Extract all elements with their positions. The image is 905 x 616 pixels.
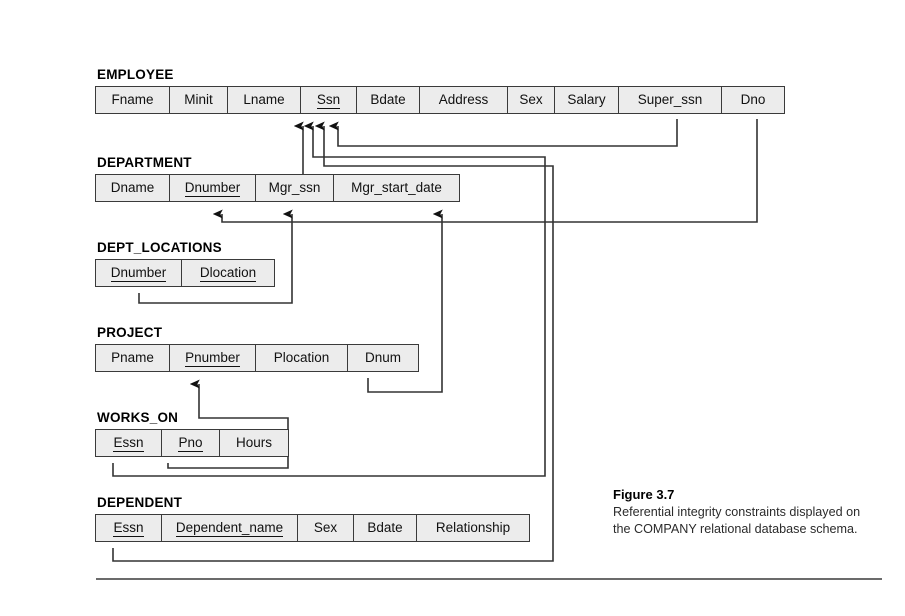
attribute-label: Dnumber (184, 175, 240, 201)
attribute-label: Dno (740, 92, 766, 107)
relation-name-department: DEPARTMENT (97, 155, 192, 170)
attribute-cell-relationship[interactable]: Relationship (417, 515, 529, 541)
attribute-cell-dependent_name[interactable]: Dependent_name (162, 515, 298, 541)
attribute-label: Address (438, 92, 489, 107)
attribute-cell-dnum[interactable]: Dnum (348, 345, 418, 371)
relation-project: PROJECT Pname Pnumber Plocation Dnum (95, 325, 419, 372)
relation-works_on: WORKS_ON Essn Pno Hours (95, 410, 289, 457)
relation-employee: EMPLOYEE Fname Minit Lname Ssn Bdate Address Se… (95, 67, 785, 114)
attribute-cell-sex[interactable]: Sex (508, 87, 555, 113)
relation-dependent: DEPENDENT Essn Dependent_name Sex Bdate Relat… (95, 495, 530, 542)
attribute-cell-lname[interactable]: Lname (228, 87, 301, 113)
attribute-label: Sex (519, 92, 543, 107)
attribute-label: Pnumber (185, 345, 240, 371)
fk-dependent-essn-to-employee-ssn (112, 121, 554, 562)
attribute-cell-mgr_ssn[interactable]: Mgr_ssn (256, 175, 334, 201)
attribute-row: Fname Minit Lname Ssn Bdate Address Sex Salary S… (95, 86, 785, 114)
attribute-cell-mgr_start_date[interactable]: Mgr_start_date (334, 175, 459, 201)
figure-caption-text: Referential integrity constraints displa… (613, 505, 861, 536)
attribute-cell-minit[interactable]: Minit (170, 87, 228, 113)
attribute-cell-hours[interactable]: Hours (220, 430, 288, 456)
attribute-label: Lname (243, 92, 285, 107)
attribute-row: Dname Dnumber Mgr_ssn Mgr_start_date (95, 174, 460, 202)
attribute-label: Dname (110, 180, 155, 195)
fk-employee-dno-to-department-dnumber (212, 119, 758, 223)
attribute-label: Mgr_ssn (268, 180, 321, 195)
attribute-label: Hours (235, 435, 272, 450)
relation-name-works_on: WORKS_ON (97, 410, 179, 425)
attribute-cell-salary[interactable]: Salary (555, 87, 619, 113)
attribute-label: Dependent_name (175, 515, 284, 541)
figure-caption: Figure 3.7 Referential integrity constra… (613, 487, 873, 537)
attribute-cell-essn[interactable]: Essn (96, 430, 162, 456)
attribute-label: Essn (113, 515, 144, 541)
attribute-cell-super_ssn[interactable]: Super_ssn (619, 87, 722, 113)
attribute-label: Fname (111, 92, 154, 107)
attribute-cell-dname[interactable]: Dname (96, 175, 170, 201)
attribute-cell-plocation[interactable]: Plocation (256, 345, 348, 371)
attribute-row: Essn Dependent_name Sex Bdate Relationship (95, 514, 530, 542)
relation-department: DEPARTMENT Dname Dnumber Mgr_ssn Mgr_start_d… (95, 155, 460, 202)
attribute-label: Relationship (435, 520, 511, 535)
attribute-cell-address[interactable]: Address (420, 87, 508, 113)
attribute-cell-dnumber[interactable]: Dnumber (170, 175, 256, 201)
attribute-cell-pname[interactable]: Pname (96, 345, 170, 371)
attribute-cell-dlocation[interactable]: Dlocation (182, 260, 274, 286)
attribute-label: Minit (184, 92, 213, 107)
attribute-row: Essn Pno Hours (95, 429, 289, 457)
attribute-label: Essn (113, 430, 144, 456)
fk-employee-superssn-to-employee-ssn (328, 119, 678, 147)
attribute-label: Sex (313, 520, 338, 535)
attribute-label: Salary (567, 92, 606, 107)
relation-dept_locations: DEPT_LOCATIONS Dnumber Dlocation (95, 240, 275, 287)
fk-project-dnum-to-department-dnumber (367, 209, 443, 393)
attribute-cell-bdate[interactable]: Bdate (354, 515, 417, 541)
attribute-label: Bdate (370, 92, 406, 107)
bottom-divider (96, 578, 882, 581)
attribute-cell-fname[interactable]: Fname (96, 87, 170, 113)
figure-caption-title: Figure 3.7 (613, 487, 675, 502)
attribute-label: Pname (111, 350, 154, 365)
attribute-label: Dnum (364, 350, 401, 365)
attribute-label: Plocation (273, 350, 330, 365)
attribute-label: Dlocation (199, 260, 257, 286)
attribute-cell-dno[interactable]: Dno (722, 87, 784, 113)
attribute-cell-essn[interactable]: Essn (96, 515, 162, 541)
attribute-label: Pno (178, 430, 203, 456)
relation-name-employee: EMPLOYEE (97, 67, 174, 82)
attribute-cell-sex[interactable]: Sex (298, 515, 354, 541)
relation-name-project: PROJECT (97, 325, 163, 340)
relation-name-dept_locations: DEPT_LOCATIONS (97, 240, 222, 255)
relation-name-dependent: DEPENDENT (97, 495, 183, 510)
attribute-row: Pname Pnumber Plocation Dnum (95, 344, 419, 372)
attribute-label: Super_ssn (637, 92, 703, 107)
fk-deptlocations-dnumber-to-department-dnumber (138, 209, 293, 304)
attribute-cell-dnumber[interactable]: Dnumber (96, 260, 182, 286)
attribute-cell-ssn[interactable]: Ssn (301, 87, 357, 113)
attribute-label: Ssn (316, 87, 341, 113)
attribute-label: Bdate (367, 520, 403, 535)
attribute-label: Dnumber (110, 260, 166, 286)
fk-workson-essn-to-employee-ssn (112, 121, 546, 477)
attribute-cell-bdate[interactable]: Bdate (357, 87, 420, 113)
attribute-cell-pnumber[interactable]: Pnumber (170, 345, 256, 371)
attribute-row: Dnumber Dlocation (95, 259, 275, 287)
attribute-cell-pno[interactable]: Pno (162, 430, 220, 456)
attribute-label: Mgr_start_date (351, 180, 442, 195)
